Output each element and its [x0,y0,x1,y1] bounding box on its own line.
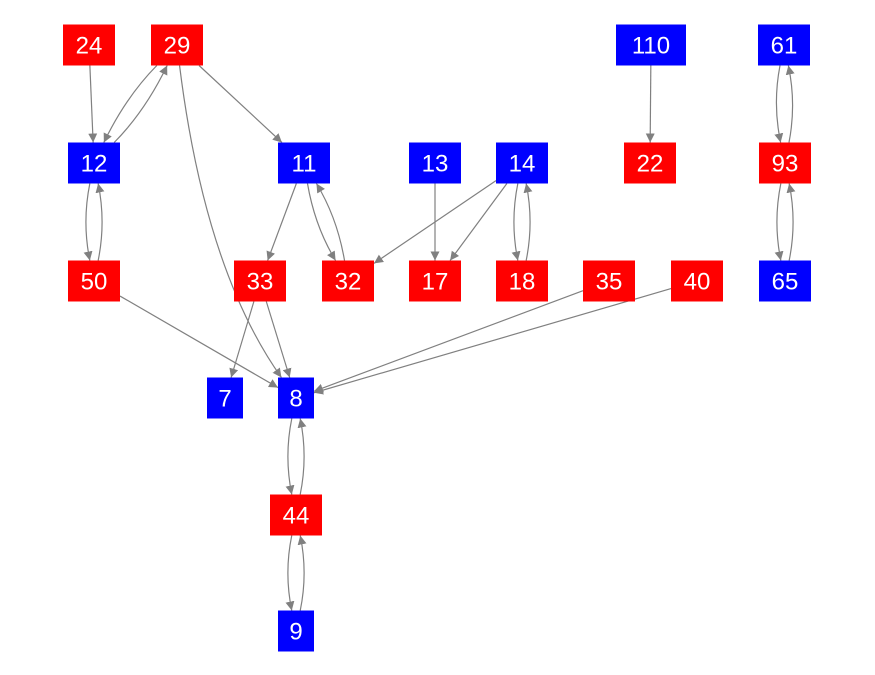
node-box [409,142,461,184]
node-label: 24 [76,33,103,60]
node-33[interactable]: 33 [234,260,286,302]
node-32[interactable]: 32 [322,260,374,302]
node-14[interactable]: 14 [496,142,548,184]
node-35[interactable]: 35 [583,260,635,302]
edge-93-to-61 [785,65,795,143]
node-label: 35 [596,269,623,296]
node-9[interactable]: 9 [278,610,314,652]
node-22[interactable]: 22 [624,142,676,184]
edge-65-to-93 [786,183,796,261]
node-29[interactable]: 29 [151,24,203,66]
node-box [496,142,548,184]
node-label: 61 [771,33,798,60]
node-label: 18 [509,269,536,296]
node-box [758,24,810,66]
node-box [270,494,322,536]
node-13[interactable]: 13 [409,142,461,184]
node-label: 50 [81,269,108,296]
edges-layer [83,65,796,611]
node-label: 65 [772,269,799,296]
edge-9-to-44 [297,535,307,611]
edge-11-to-33 [266,183,297,261]
edge-29-to-12 [103,65,158,143]
edge-32-to-11 [315,183,346,261]
edge-61-to-93 [774,65,784,143]
node-8[interactable]: 8 [278,377,314,419]
edge-33-to-8 [265,301,292,378]
node-61[interactable]: 61 [758,24,810,66]
edge-35-to-8 [313,290,584,393]
node-40[interactable]: 40 [671,260,723,302]
node-label: 93 [772,151,799,178]
edge-40-to-8 [313,288,672,395]
node-label: 13 [422,151,449,178]
edge-24-to-12 [88,65,98,143]
edge-8-to-44 [285,418,295,495]
node-box [583,260,635,302]
node-box [322,260,374,302]
node-box [671,260,723,302]
node-label: 44 [283,503,310,530]
node-11[interactable]: 11 [278,142,330,184]
node-box [759,260,811,302]
node-box [151,24,203,66]
edge-18-to-14 [523,183,533,261]
node-label: 33 [247,269,274,296]
node-label: 14 [509,151,536,178]
node-label: 40 [684,269,711,296]
node-24[interactable]: 24 [63,24,115,66]
node-label: 7 [218,386,231,413]
node-label: 17 [422,269,449,296]
edge-12-to-50 [83,183,93,261]
node-box [616,24,686,66]
node-label: 22 [637,151,664,178]
node-box [759,142,811,184]
edge-110-to-22 [645,65,655,143]
node-44[interactable]: 44 [270,494,322,536]
node-box [278,377,314,419]
edge-12-to-29 [113,65,168,143]
edge-14-to-32 [373,180,497,264]
edge-44-to-9 [285,535,295,611]
node-7[interactable]: 7 [207,377,243,419]
edge-50-to-8 [119,295,279,389]
edge-93-to-65 [774,183,784,261]
node-label: 110 [632,33,670,60]
node-18[interactable]: 18 [496,260,548,302]
edge-14-to-18 [511,183,521,261]
node-label: 8 [289,386,302,413]
node-box [207,377,243,419]
node-50[interactable]: 50 [68,260,120,302]
node-110[interactable]: 110 [616,24,686,66]
edge-50-to-12 [95,183,105,261]
node-12[interactable]: 12 [68,142,120,184]
node-label: 32 [335,269,362,296]
node-box [234,260,286,302]
node-box [624,142,676,184]
node-17[interactable]: 17 [409,260,461,302]
edge-44-to-8 [297,418,307,495]
node-label: 29 [164,33,191,60]
node-box [68,142,120,184]
node-label: 12 [81,151,108,178]
node-93[interactable]: 93 [759,142,811,184]
edge-33-to-7 [229,301,255,378]
edge-29-to-11 [198,65,283,143]
nodes-layer: 24 29 110 61 12 11 13 14 22 93 50 33 32 17 18 35 40 65 7 8 4… [63,24,811,652]
edge-11-to-32 [306,183,337,261]
node-box [63,24,115,66]
node-box [496,260,548,302]
node-65[interactable]: 65 [759,260,811,302]
node-box [409,260,461,302]
node-box [278,142,330,184]
node-label: 9 [289,619,302,646]
node-label: 11 [292,151,317,178]
node-box [68,260,120,302]
node-box [278,610,314,652]
edge-14-to-17 [449,183,508,261]
edge-29-to-8 [178,65,282,378]
